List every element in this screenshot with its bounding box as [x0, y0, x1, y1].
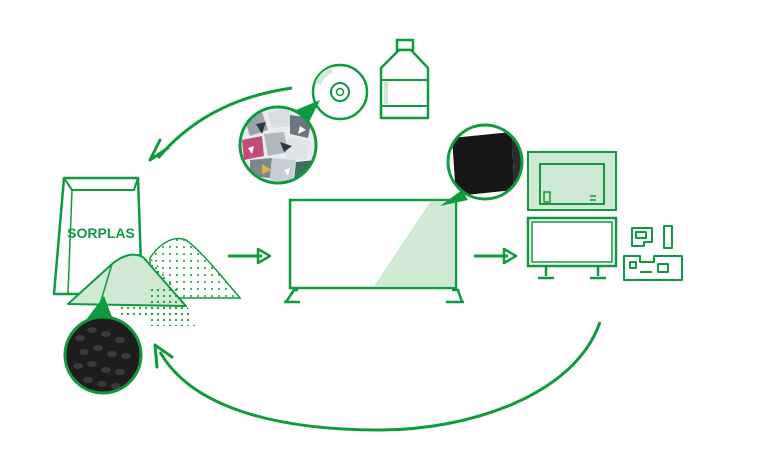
resin-piles: [67, 237, 242, 326]
bag-label: SORPLAS: [67, 225, 135, 241]
tv-panel-icon: [440, 123, 524, 206]
main-tv-icon: [284, 198, 464, 304]
tv-icon: [526, 216, 618, 280]
plastic-flakes-icon: [238, 100, 320, 185]
bottom-return-arrow: [153, 321, 602, 432]
resin-pellets-icon: [63, 296, 143, 395]
circuit-parts-icon: [623, 225, 683, 281]
top-return-arrow: [148, 86, 293, 162]
arrow-to-products: [474, 247, 518, 265]
cd-icon: [311, 63, 369, 121]
tv-back-cover-icon: [527, 151, 617, 211]
arrow-to-tv: [228, 247, 272, 265]
water-bottle-icon: [379, 38, 430, 120]
